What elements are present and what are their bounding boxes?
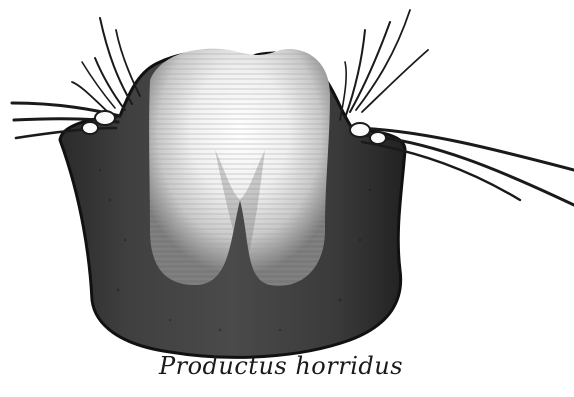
figure-caption: Productus horridus (0, 352, 568, 380)
